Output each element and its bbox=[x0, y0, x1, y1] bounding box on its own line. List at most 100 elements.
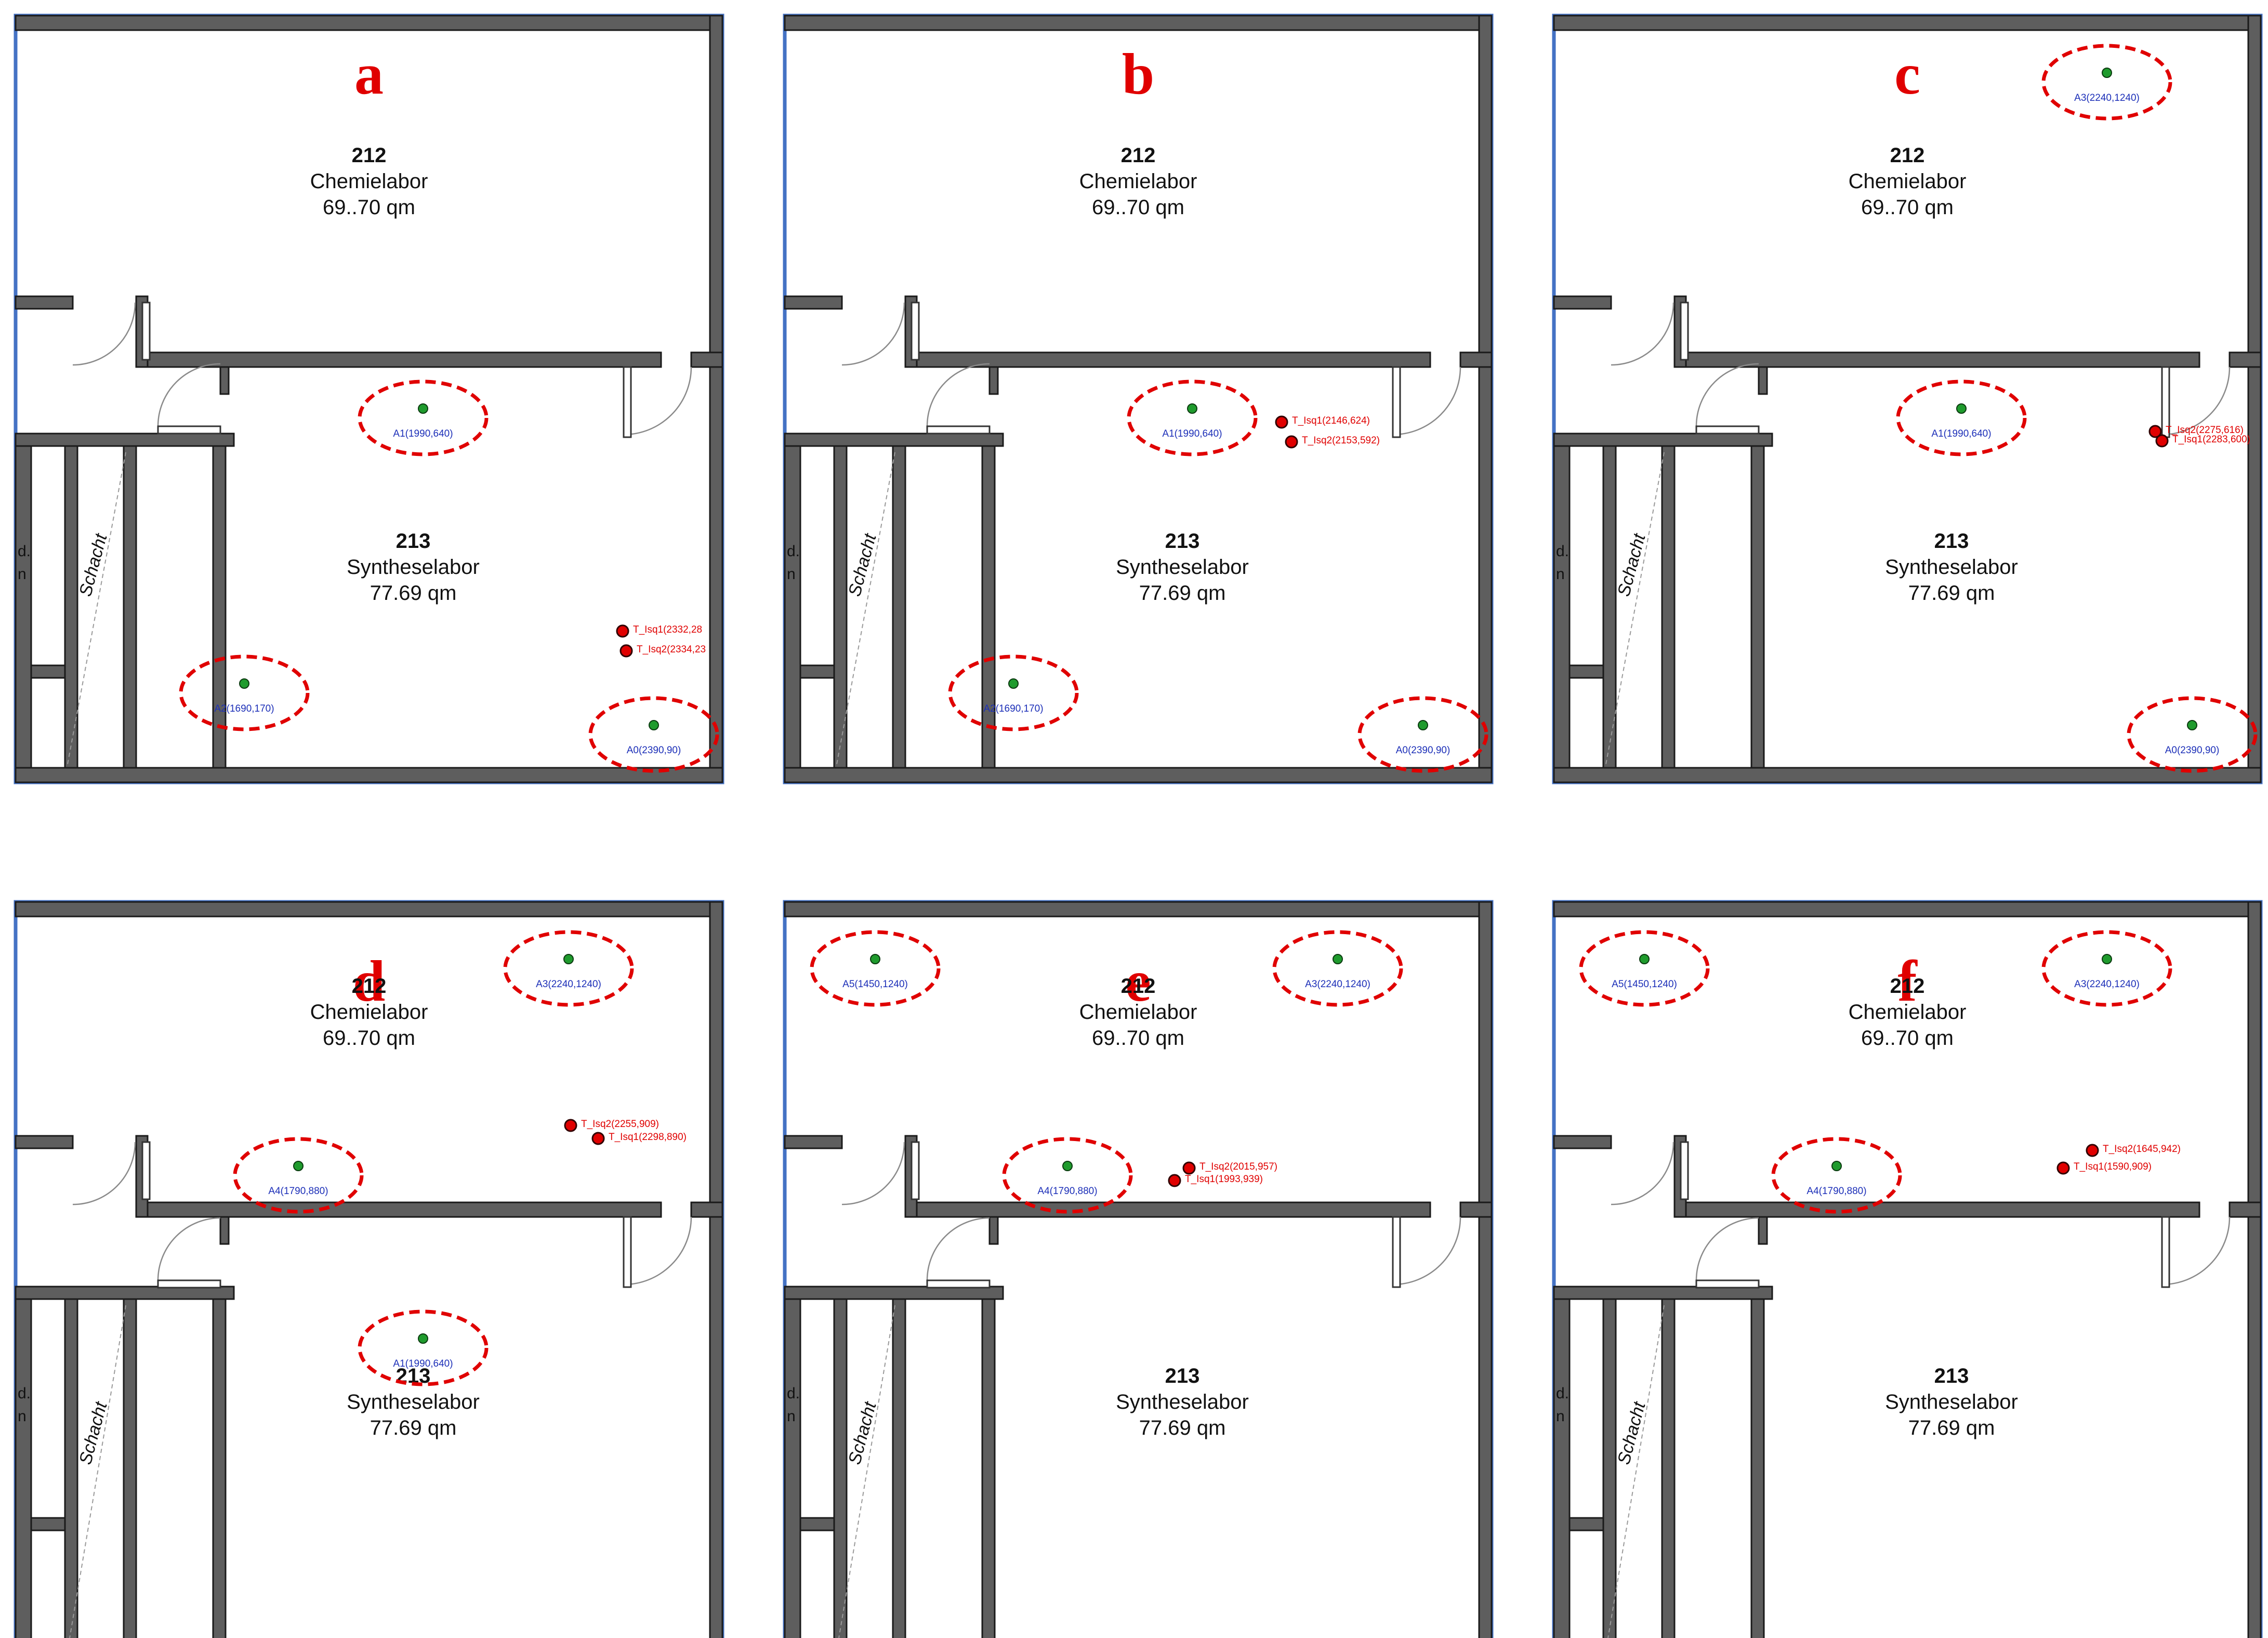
wall bbox=[784, 295, 843, 310]
room-212-number: 212 bbox=[1121, 975, 1156, 998]
tag-label: T_Isq1(2146,624) bbox=[1292, 415, 1370, 426]
wall bbox=[892, 1298, 906, 1638]
wall bbox=[1553, 901, 2262, 918]
room-212-number: 212 bbox=[1121, 144, 1156, 167]
side-room-fragment: n bbox=[18, 1408, 27, 1425]
anchor-highlight-ring bbox=[2041, 930, 2172, 1007]
wall bbox=[15, 15, 723, 31]
wall bbox=[1553, 767, 2262, 783]
wall bbox=[1661, 445, 1676, 769]
anchor-label: A4(1790,880) bbox=[268, 1186, 328, 1197]
wall bbox=[1553, 1298, 1571, 1638]
wall bbox=[1758, 1216, 1768, 1245]
anchor-marker bbox=[2187, 720, 2197, 730]
anchor-label: A3(2240,1240) bbox=[2074, 93, 2140, 103]
door-leaf bbox=[157, 425, 221, 435]
room-213-number: 213 bbox=[1165, 530, 1200, 553]
anchor-highlight-ring bbox=[948, 654, 1079, 731]
tag-label: T_Isq2(2015,957) bbox=[1199, 1161, 1277, 1172]
door-leaf bbox=[623, 1216, 632, 1288]
wall bbox=[15, 1135, 74, 1149]
door-swing-arc bbox=[1392, 366, 1461, 436]
wall bbox=[15, 767, 723, 783]
wall bbox=[219, 366, 230, 395]
door-swing-arc bbox=[841, 302, 905, 366]
room-213-area: 77.69 qm bbox=[1139, 1417, 1226, 1439]
room-213-number: 213 bbox=[1165, 1365, 1200, 1387]
anchor-highlight-ring bbox=[1127, 379, 1258, 456]
door-swing-arc bbox=[623, 366, 692, 436]
anchor-label: A2(1690,170) bbox=[983, 703, 1043, 714]
door-swing-arc bbox=[841, 1142, 905, 1205]
room-212-area: 69..70 qm bbox=[323, 196, 415, 219]
wall bbox=[1478, 15, 1493, 783]
anchor-highlight-ring bbox=[503, 930, 634, 1007]
tag-marker bbox=[2155, 434, 2169, 448]
side-room-fragment: d. bbox=[787, 543, 800, 560]
anchor-highlight-ring bbox=[358, 379, 489, 456]
tag-marker bbox=[1285, 435, 1298, 449]
room-212-area: 69..70 qm bbox=[1861, 196, 1954, 219]
anchor-highlight-ring bbox=[810, 930, 941, 1007]
anchor-marker bbox=[1333, 954, 1343, 964]
wall bbox=[784, 1135, 843, 1149]
wall bbox=[1459, 1201, 1493, 1218]
anchor-label: A3(2240,1240) bbox=[1305, 979, 1370, 990]
shaft-diagonal bbox=[69, 1305, 126, 1638]
door-leaf bbox=[1392, 1216, 1401, 1288]
wall bbox=[2229, 351, 2262, 368]
anchor-marker bbox=[1831, 1161, 1842, 1171]
room-213-area: 77.69 qm bbox=[1139, 582, 1226, 605]
anchor-highlight-ring bbox=[2041, 44, 2172, 121]
door-swing-arc bbox=[1695, 363, 1759, 427]
tag-marker bbox=[1182, 1161, 1196, 1175]
room-212-number: 212 bbox=[352, 975, 387, 998]
door-swing-arc bbox=[623, 1216, 692, 1286]
door-swing-arc bbox=[1695, 1217, 1759, 1281]
wall bbox=[784, 15, 1493, 31]
tag-label: T_Isq1(2298,890) bbox=[609, 1132, 687, 1143]
panel-letter: f bbox=[1897, 949, 1918, 1014]
door-swing-arc bbox=[2161, 366, 2231, 436]
door-leaf bbox=[1680, 302, 1689, 361]
side-room-fragment: n bbox=[1556, 566, 1565, 583]
room-213-number: 213 bbox=[1934, 1365, 1969, 1387]
wall bbox=[2247, 901, 2262, 1638]
tag-label: T_Isq1(1590,909) bbox=[2074, 1161, 2152, 1172]
side-room-fragment: d. bbox=[18, 1385, 31, 1402]
door-leaf bbox=[1695, 425, 1760, 435]
door-swing-arc bbox=[926, 1217, 990, 1281]
wall bbox=[15, 295, 74, 310]
shaft-diagonal bbox=[1607, 1305, 1665, 1638]
anchor-highlight-ring bbox=[1002, 1137, 1133, 1214]
tag-label: T_Isq2(2255,909) bbox=[581, 1119, 659, 1130]
room-212-name: Chemielabor bbox=[310, 1001, 428, 1024]
wall bbox=[2229, 1201, 2262, 1218]
room-212-number: 212 bbox=[352, 144, 387, 167]
wall bbox=[1673, 1201, 2200, 1218]
room-213-area: 77.69 qm bbox=[1908, 1417, 1995, 1439]
tag-label: T_Isq1(1993,939) bbox=[1185, 1174, 1263, 1185]
anchor-marker bbox=[2102, 68, 2112, 78]
wall bbox=[1478, 901, 1493, 1638]
wall bbox=[1553, 295, 1612, 310]
anchor-highlight-ring bbox=[233, 1137, 364, 1214]
anchor-highlight-ring bbox=[1272, 930, 1403, 1007]
wall bbox=[784, 433, 1004, 447]
anchor-label: A1(1990,640) bbox=[1931, 428, 1991, 439]
panel-letter: d bbox=[353, 949, 385, 1014]
room-212-name: Chemielabor bbox=[1079, 170, 1197, 193]
anchor-label: A4(1790,880) bbox=[1807, 1186, 1866, 1197]
side-room-fragment: n bbox=[1556, 1408, 1565, 1425]
door-swing-arc bbox=[2161, 1216, 2231, 1286]
wall bbox=[1553, 445, 1571, 769]
wall bbox=[690, 1201, 723, 1218]
wall bbox=[784, 1298, 801, 1638]
wall bbox=[15, 433, 235, 447]
wall bbox=[1602, 445, 1617, 769]
anchor-label: A2(1690,170) bbox=[214, 703, 274, 714]
room-213-name: Syntheselabor bbox=[347, 1391, 480, 1413]
door-leaf bbox=[911, 302, 920, 361]
